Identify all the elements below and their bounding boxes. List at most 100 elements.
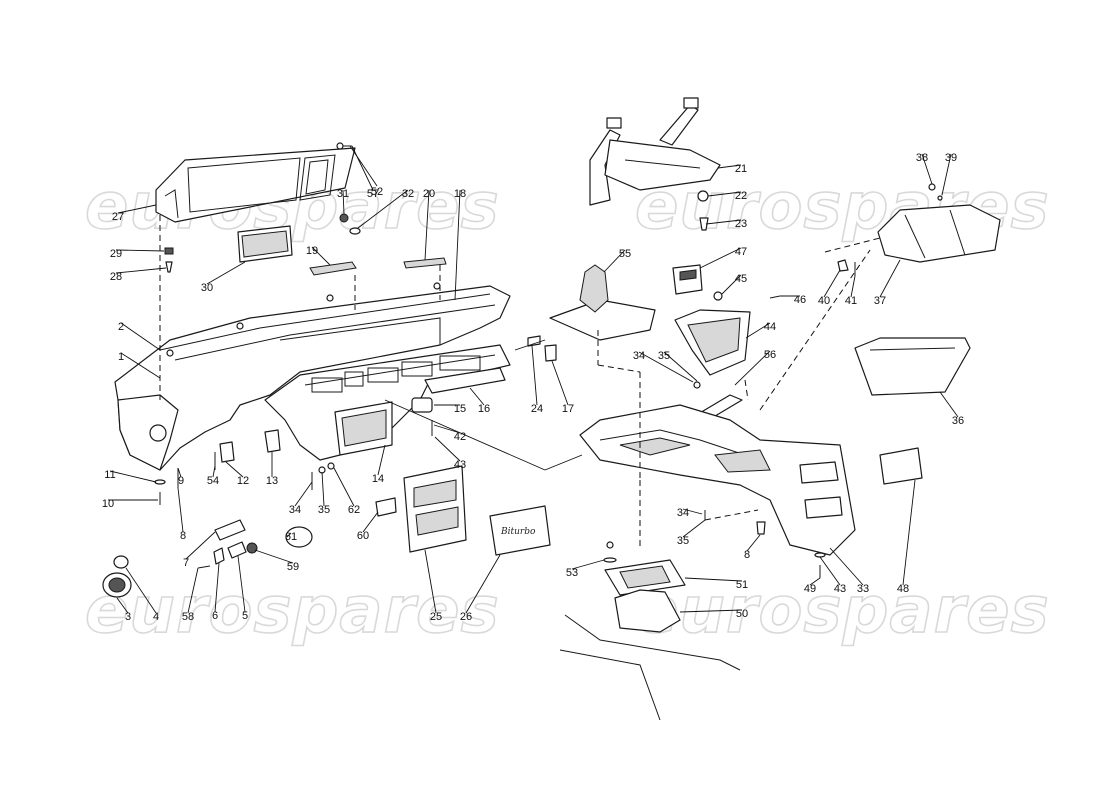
callout-leader-47: [699, 247, 742, 269]
callout-label-34: 34: [633, 350, 645, 362]
callout-label-2: 2: [118, 321, 124, 333]
gear-lever-boot: [559, 541, 741, 721]
vent-strip-20: [403, 257, 447, 269]
callout-leader-1: [120, 352, 161, 379]
callout-leader-54: [212, 465, 216, 478]
callout-label-56: 56: [764, 349, 776, 361]
nut-35: [693, 381, 701, 389]
callout-leader-48: [902, 479, 916, 586]
callout-label-1: 1: [118, 351, 124, 363]
callout-leader-26: [465, 554, 501, 614]
callout-leader-56: [734, 350, 771, 386]
callout-leader-28: [115, 267, 167, 274]
clips-28-29: [164, 247, 174, 273]
callout-leader-39: [941, 153, 952, 196]
callout-leader-34: [294, 481, 313, 507]
grommet-32: [349, 227, 361, 235]
callout-leader-30: [206, 261, 246, 285]
callout-label-53: 53: [566, 567, 578, 579]
connector-line-1: [384, 399, 546, 471]
callout-label-62: 62: [348, 504, 360, 516]
callout-leader-61: [286, 532, 292, 538]
callout-leader-52: [349, 145, 378, 187]
callout-label-29: 29: [110, 248, 122, 260]
callout-label-37: 37: [874, 295, 886, 307]
callout-label-52: 52: [371, 186, 383, 198]
callout-label-35: 35: [318, 504, 330, 516]
callout-label-49: 49: [804, 583, 816, 595]
callout-label-46: 46: [794, 294, 806, 306]
callout-label-58: 58: [182, 611, 194, 623]
callout-label-45: 45: [735, 273, 747, 285]
callout-label-43: 43: [454, 459, 466, 471]
lock-key: [697, 190, 709, 231]
alignment-lines: [159, 215, 881, 550]
callout-leader-34: [682, 508, 703, 515]
callout-leader-3: [116, 597, 129, 614]
dashboard-assembly: [114, 282, 511, 471]
callout-label-16: 16: [478, 403, 490, 415]
callout-label-36: 36: [952, 415, 964, 427]
callout-label-20: 20: [423, 188, 435, 200]
callout-label-5: 5: [242, 610, 248, 622]
callout-label-21: 21: [735, 163, 747, 175]
callout-label-48: 48: [897, 583, 909, 595]
callout-label-55: 55: [619, 248, 631, 260]
callout-leader-11: [109, 470, 157, 483]
callout-leader-51: [684, 577, 743, 582]
callout-label-30: 30: [201, 282, 213, 294]
callout-label-17: 17: [562, 403, 574, 415]
callout-leader-22: [707, 191, 742, 197]
callout-leader-2: [120, 322, 161, 351]
callout-label-9: 9: [178, 475, 184, 487]
binnacle-panel: [237, 225, 293, 263]
badge-plate: Biturbo: [489, 505, 551, 556]
callout-label-35: 35: [677, 535, 689, 547]
callout-label-24: 24: [531, 403, 543, 415]
badge-text: Biturbo: [500, 527, 536, 537]
console-bracket: [589, 97, 721, 206]
callout-leader-37: [879, 259, 901, 298]
callout-leader-35: [682, 519, 706, 538]
ashtray-assembly: [672, 264, 781, 376]
callout-leader-40: [823, 269, 841, 298]
callout-leader-60: [362, 511, 379, 533]
washer-43-right: [814, 552, 826, 558]
callout-leader-43: [819, 556, 841, 586]
callout-label-6: 6: [212, 610, 218, 622]
callout-leader-8: [177, 487, 184, 533]
callout-label-50: 50: [736, 608, 748, 620]
callout-label-7: 7: [183, 557, 189, 569]
armrest-lid: [877, 204, 1001, 263]
callout-leader-6: [214, 562, 220, 613]
callout-label-3: 3: [125, 611, 131, 623]
callout-leader-9: [177, 467, 182, 478]
callout-label-18: 18: [454, 188, 466, 200]
callout-leader-23: [705, 219, 742, 225]
bracket-17: [544, 344, 557, 362]
callout-label-14: 14: [372, 473, 384, 485]
radio-trim-frame: [403, 465, 467, 553]
storage-tray: [854, 337, 971, 396]
callout-leader-7: [185, 531, 216, 560]
nut-31: [339, 213, 349, 223]
callout-label-11: 11: [104, 469, 115, 481]
callout-leader-19: [311, 246, 331, 266]
callout-label-42: 42: [454, 431, 466, 443]
callout-leader-42: [433, 424, 461, 434]
callout-leader-25: [424, 549, 437, 614]
callout-leader-35: [663, 351, 698, 382]
callout-leader-31: [342, 189, 345, 215]
callout-leader-18: [454, 189, 461, 301]
callout-leader-57: [351, 145, 374, 191]
connector-line-2: [544, 454, 583, 471]
callout-label-32: 32: [402, 188, 414, 200]
callout-leader-53: [571, 559, 605, 570]
callout-leader-55: [603, 249, 626, 273]
callout-leader-59: [254, 549, 294, 564]
centre-console: [579, 404, 856, 556]
callout-label-44: 44: [764, 321, 776, 333]
callout-leader-50: [679, 609, 743, 613]
callout-leader-38: [921, 153, 933, 185]
